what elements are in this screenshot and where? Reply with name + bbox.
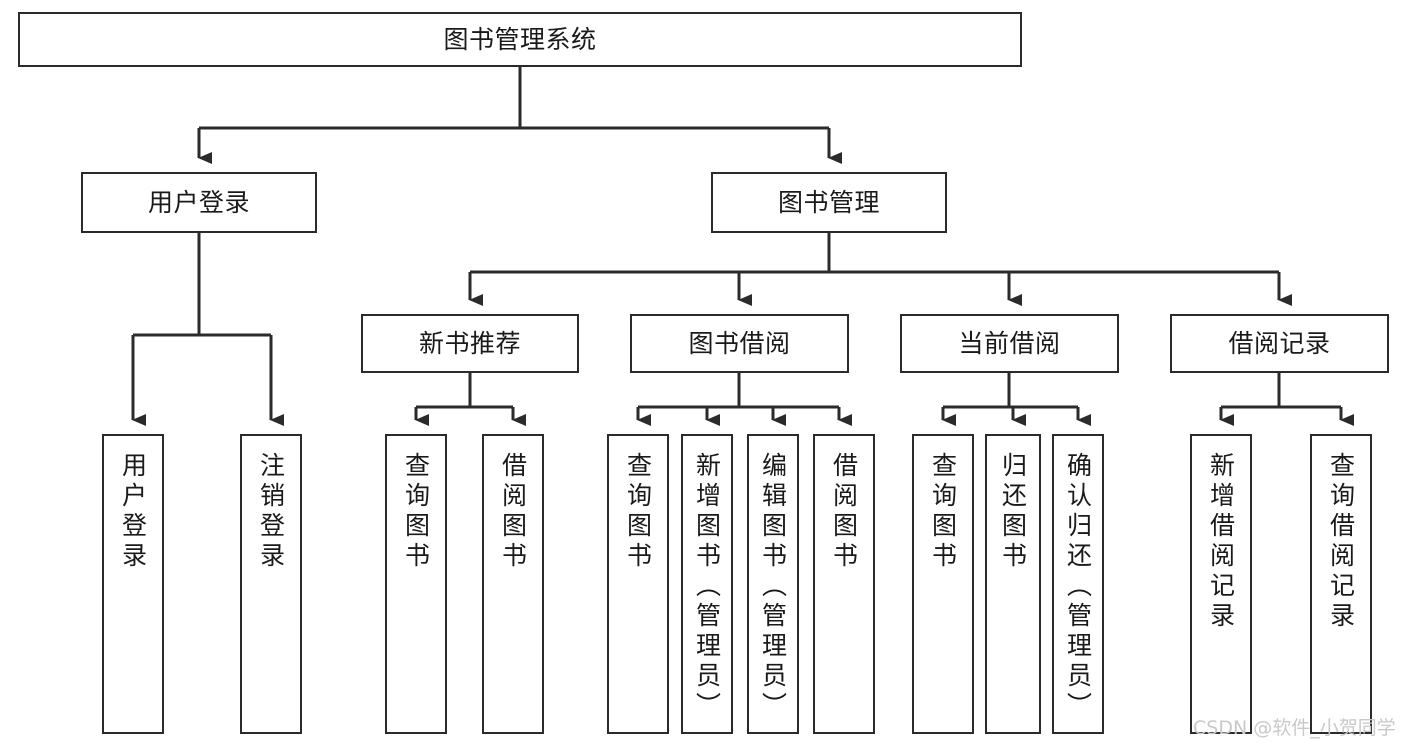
node-borrow-record[interactable]: 借阅记录	[1170, 314, 1389, 373]
csdn-watermark: CSDN @软件_小贺同学	[1193, 717, 1396, 739]
node-user-login[interactable]: 用户登录	[81, 172, 317, 233]
leaf-confirm-return-admin-label: 确认归还（管理员）	[1063, 452, 1093, 722]
node-new-book-recommend[interactable]: 新书推荐	[361, 314, 579, 373]
leaf-add-borrow-record-label: 新增借阅记录	[1206, 452, 1236, 632]
leaf-query-book-borrow[interactable]: 查询图书	[607, 434, 669, 734]
node-root[interactable]: 图书管理系统	[18, 12, 1022, 67]
leaf-query-book-current[interactable]: 查询图书	[912, 434, 974, 734]
leaf-edit-book-admin-label: 编辑图书（管理员）	[758, 452, 788, 722]
leaf-borrow-book-recommend-label: 借阅图书	[498, 452, 528, 572]
node-user-login-label: 用户登录	[147, 187, 250, 217]
leaf-add-book-admin-label: 新增图书（管理员）	[692, 452, 722, 722]
node-root-label: 图书管理系统	[443, 24, 597, 54]
leaf-add-borrow-record[interactable]: 新增借阅记录	[1190, 434, 1252, 734]
leaf-query-book-current-label: 查询图书	[928, 452, 958, 572]
leaf-edit-book-admin[interactable]: 编辑图书（管理员）	[747, 434, 799, 734]
leaf-user-login[interactable]: 用户登录	[102, 434, 164, 734]
leaf-query-book-recommend[interactable]: 查询图书	[385, 434, 447, 734]
leaf-query-book-borrow-label: 查询图书	[623, 452, 653, 572]
node-book-management-label: 图书管理	[777, 187, 880, 217]
node-current-borrow-label: 当前借阅	[958, 328, 1061, 358]
leaf-add-book-admin[interactable]: 新增图书（管理员）	[681, 434, 733, 734]
leaf-confirm-return-admin[interactable]: 确认归还（管理员）	[1052, 434, 1104, 734]
node-current-borrow[interactable]: 当前借阅	[900, 314, 1119, 373]
leaf-query-book-recommend-label: 查询图书	[401, 452, 431, 572]
node-borrow-record-label: 借阅记录	[1228, 328, 1331, 358]
leaf-logout-label: 注销登录	[256, 452, 286, 572]
node-book-borrow[interactable]: 图书借阅	[630, 314, 849, 373]
leaf-return-book-label: 归还图书	[998, 452, 1028, 572]
leaf-borrow-book-label: 借阅图书	[829, 452, 859, 572]
node-book-borrow-label: 图书借阅	[688, 328, 791, 358]
leaf-borrow-book[interactable]: 借阅图书	[813, 434, 875, 734]
node-book-management[interactable]: 图书管理	[711, 172, 947, 233]
leaf-user-login-label: 用户登录	[118, 452, 148, 572]
leaf-query-borrow-record-label: 查询借阅记录	[1326, 452, 1356, 632]
leaf-borrow-book-recommend[interactable]: 借阅图书	[482, 434, 544, 734]
leaf-logout[interactable]: 注销登录	[240, 434, 302, 734]
leaf-query-borrow-record[interactable]: 查询借阅记录	[1310, 434, 1372, 734]
leaf-return-book[interactable]: 归还图书	[985, 434, 1041, 734]
node-new-book-recommend-label: 新书推荐	[418, 328, 521, 358]
